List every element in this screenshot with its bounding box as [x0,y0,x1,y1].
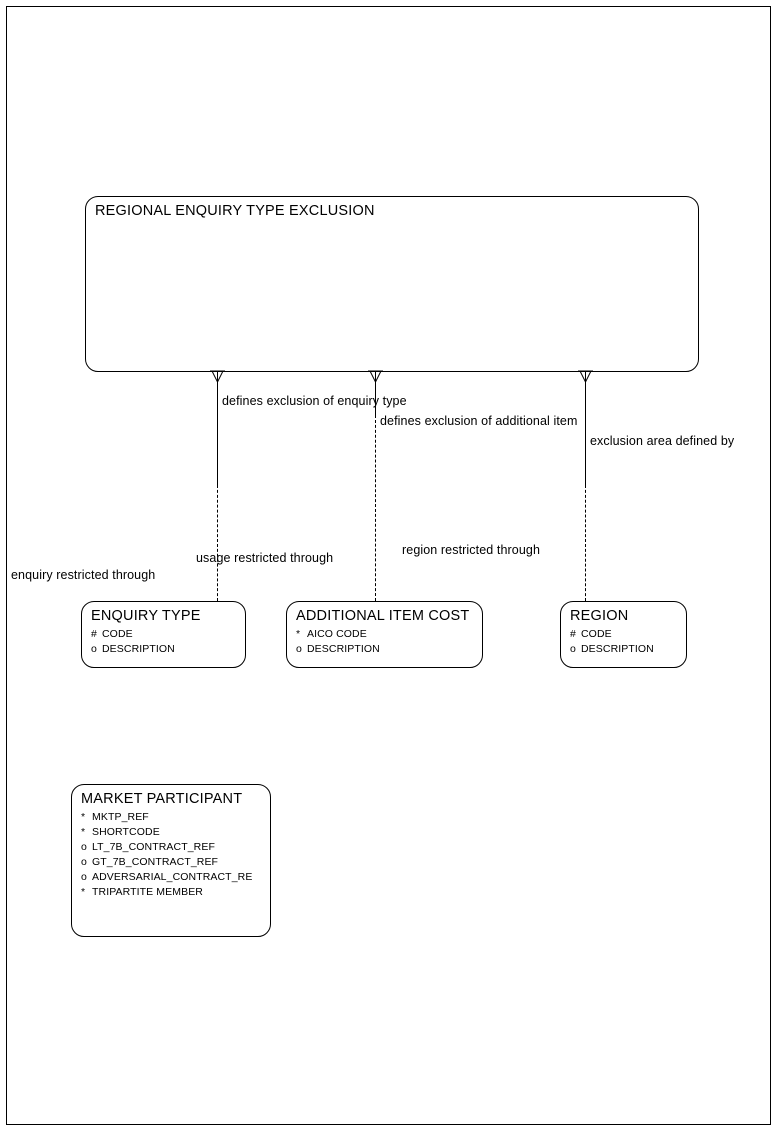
attribute-row: # CODE [91,627,175,642]
attribute-row: o DESCRIPTION [91,642,175,657]
attribute-marker: * [81,826,86,838]
attribute-label: MKTP_REF [92,811,149,823]
entity-regional-enquiry-type-exclusion[interactable]: REGIONAL ENQUIRY TYPE EXCLUSION [85,196,699,372]
attribute-label: CODE [581,628,612,640]
attribute-row: * TRIPARTITE MEMBER [81,885,252,900]
page-border [6,6,771,1125]
attribute-marker: o [296,643,302,655]
entity-title: MARKET PARTICIPANT [81,791,243,807]
attribute-label: ADVERSARIAL_CONTRACT_RE [92,871,253,883]
attribute-label: DESCRIPTION [307,643,380,655]
attribute-row: * AICO CODE [296,627,380,642]
entity-title: ENQUIRY TYPE [91,608,201,624]
attribute-marker: * [81,886,86,898]
relationship-label-region-restricted-through: region restricted through [402,543,540,557]
attribute-list: # CODE o DESCRIPTION [570,627,654,657]
attribute-label: AICO CODE [307,628,367,640]
relationship-label-usage-restricted-through: usage restricted through [196,551,334,565]
entity-additional-item-cost[interactable]: ADDITIONAL ITEM COST * AICO CODE o DESCRIP… [286,601,483,668]
attribute-marker: # [570,628,576,640]
attribute-row: * MKTP_REF [81,810,252,825]
attribute-list: * AICO CODE o DESCRIPTION [296,627,380,657]
attribute-label: SHORTCODE [92,826,160,838]
attribute-label: GT_7B_CONTRACT_REF [92,856,219,868]
relationship-line-enquiry-type-solid [217,371,218,485]
attribute-marker: o [81,871,87,883]
relationship-line-region-dashed [585,485,586,601]
attribute-row: o ADVERSARIAL_CONTRACT_RE [81,870,252,885]
relationship-label-enquiry-restricted-through: enquiry restricted through [11,568,156,582]
relationship-line-region-solid [585,371,586,485]
attribute-marker: # [91,628,97,640]
attribute-marker: o [81,856,87,868]
attribute-label: LT_7B_CONTRACT_REF [92,841,215,853]
attribute-list: # CODE o DESCRIPTION [91,627,175,657]
relationship-line-enquiry-type-dashed [217,485,218,601]
entity-title: REGION [570,608,629,624]
relationship-label-exclusion-area-defined-by: exclusion area defined by [590,434,735,448]
attribute-label: DESCRIPTION [581,643,654,655]
attribute-row: o LT_7B_CONTRACT_REF [81,840,252,855]
attribute-marker: * [81,811,86,823]
attribute-marker: o [81,841,87,853]
attribute-row: o DESCRIPTION [296,642,380,657]
attribute-marker: * [296,628,301,640]
relationship-label-defines-exclusion-of-additional-item: defines exclusion of additional item [380,414,578,428]
attribute-row: # CODE [570,627,654,642]
attribute-label: CODE [102,628,133,640]
attribute-label: TRIPARTITE MEMBER [92,886,203,898]
entity-region[interactable]: REGION # CODE o DESCRIPTION [560,601,687,668]
relationship-label-defines-exclusion-of-enquiry-type: defines exclusion of enquiry type [222,394,407,408]
attribute-row: o GT_7B_CONTRACT_REF [81,855,252,870]
relationship-line-additional-item-cost-solid [375,371,376,415]
attribute-row: o DESCRIPTION [570,642,654,657]
attribute-row: * SHORTCODE [81,825,252,840]
entity-title: REGIONAL ENQUIRY TYPE EXCLUSION [95,203,375,219]
relationship-line-additional-item-cost-dashed [375,415,376,601]
entity-title: ADDITIONAL ITEM COST [296,608,470,624]
entity-enquiry-type[interactable]: ENQUIRY TYPE # CODE o DESCRIPTION [81,601,246,668]
entity-market-participant[interactable]: MARKET PARTICIPANT * MKTP_REF * SHORTCODE … [71,784,271,937]
attribute-marker: o [91,643,97,655]
attribute-list: * MKTP_REF * SHORTCODE o LT_7B_CONTRACT_REF… [81,810,252,900]
attribute-label: DESCRIPTION [102,643,175,655]
attribute-marker: o [570,643,576,655]
